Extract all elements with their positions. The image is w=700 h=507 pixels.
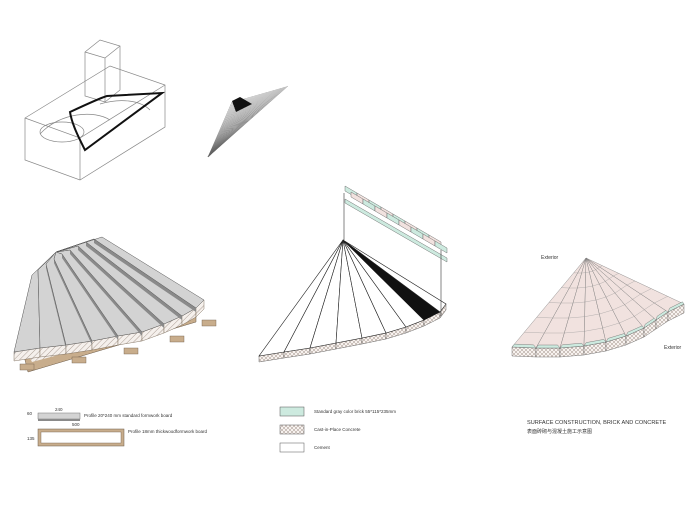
brick-nosing [667, 301, 685, 313]
brick-strip-edge [344, 198, 448, 263]
title-chinese: 表面砖砌与混凝土施工示意图 [527, 428, 592, 435]
brick-course [644, 302, 655, 310]
twisted-fan [207, 85, 289, 158]
exterior-label-right: Exterior [664, 345, 682, 351]
brick-course [605, 278, 610, 282]
board-profile [37, 412, 81, 420]
brick-course [595, 296, 607, 301]
material-legend: Standard gray color brick 55*115*235mm C… [279, 406, 396, 453]
brick-course [524, 331, 545, 334]
spiral-outline [68, 91, 166, 152]
brick-course [568, 316, 585, 319]
wood-block [201, 319, 217, 327]
brick-course [634, 309, 645, 317]
board-edge [54, 259, 92, 345]
brick-course [619, 316, 635, 324]
frame-height-label: 135 [27, 436, 35, 441]
brick-course [589, 270, 593, 273]
wood-block [169, 335, 185, 343]
brick-course [592, 269, 596, 272]
frame-width-label: 500 [72, 422, 80, 427]
frame-description: Profile 18mm thickwoodformwork board [128, 429, 208, 434]
brick-course [613, 273, 619, 277]
brick-course [612, 304, 625, 311]
fan-line [207, 101, 235, 158]
dark-blade [343, 240, 432, 320]
wood-block [71, 356, 87, 364]
board-profile-shadow [38, 419, 80, 421]
exterior-label-top: Exterior [541, 255, 559, 261]
brick-course [599, 309, 613, 315]
brick-swatch [279, 406, 305, 417]
brick-course [624, 299, 633, 305]
brick-course [614, 288, 622, 294]
brick-course [584, 327, 603, 332]
fan-line [207, 100, 237, 158]
board-edge [78, 246, 164, 328]
brick-course [602, 322, 620, 329]
brick-course [577, 287, 586, 289]
frame-profile-inner [40, 431, 122, 444]
brick-course [595, 268, 598, 270]
cement-swatch [279, 442, 305, 453]
line-fan [258, 239, 447, 363]
line-fan-blade [342, 239, 447, 313]
brick-unit [434, 240, 448, 254]
brick-course [599, 265, 603, 268]
concrete-legend-label: Cast-in-Place Concrete [314, 427, 361, 432]
wireframe-volume [24, 39, 166, 181]
brick-riser [535, 347, 561, 358]
brick-legend-label: Standard gray color brick 55*115*235mm [314, 409, 396, 414]
board-edge [86, 242, 182, 320]
board-edge [70, 250, 142, 336]
brick-course [620, 284, 628, 290]
brick-course [597, 266, 600, 269]
fan-line [207, 85, 289, 158]
fan-line [207, 101, 233, 158]
brick-course [640, 288, 652, 295]
board-edge [62, 254, 118, 340]
brick-course [564, 331, 585, 334]
board-description: Profile 20*240 mm standard formwork boar… [84, 413, 173, 418]
formwork-fan [13, 236, 217, 373]
brick-course [632, 293, 641, 300]
cement-legend-label: Cement [314, 445, 331, 450]
title-english: SURFACE CONSTRUCTION, BRICK AND CONCRETE [527, 420, 667, 426]
brick-fan [511, 257, 685, 358]
brick-course [572, 301, 586, 304]
brick-course [599, 281, 606, 285]
brick-course [626, 280, 636, 286]
brick-course [585, 271, 590, 273]
fan-black-tip [232, 97, 252, 112]
board-width-label: 240 [55, 407, 63, 412]
fan-line [207, 101, 234, 158]
brick-course [548, 302, 562, 304]
formwork-legend: 240 60 Profile 20*240 mm standard formwo… [27, 407, 208, 447]
brick-course [592, 283, 600, 287]
brick-course [584, 313, 600, 317]
concrete-swatch [279, 424, 305, 435]
board-height-label: 60 [27, 411, 33, 416]
brick-course [585, 285, 593, 288]
board-edge [94, 239, 196, 312]
brick-course [605, 292, 616, 298]
brick-riser [511, 346, 537, 358]
wood-block [123, 347, 139, 355]
brick-course [536, 317, 553, 319]
wood-block [19, 363, 35, 371]
formwork-board [55, 236, 205, 309]
brick-course [584, 299, 597, 303]
brick-course [609, 275, 614, 279]
brick-nosing [535, 344, 561, 349]
brick-strip [344, 185, 448, 263]
brick-course [654, 296, 668, 304]
